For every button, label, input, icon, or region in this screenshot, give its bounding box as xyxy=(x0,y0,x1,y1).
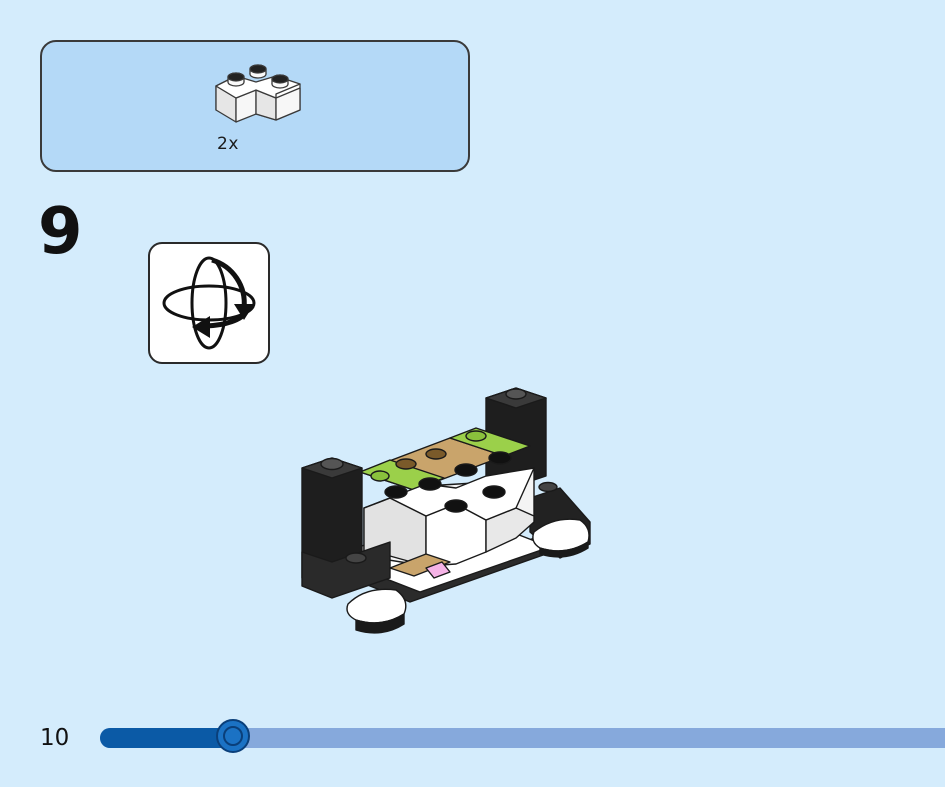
parts-callout: 2x xyxy=(40,40,470,172)
rotate-callout xyxy=(148,242,270,364)
white-corner-plate-brick-icon xyxy=(215,64,301,123)
page-number: 10 xyxy=(40,725,70,751)
rotate-model-icon xyxy=(162,256,256,350)
progress-knob xyxy=(216,719,251,753)
part-quantity: 2x xyxy=(217,134,239,154)
step-number: 9 xyxy=(38,195,83,269)
progress-bar xyxy=(100,719,945,753)
assembled-model-illustration xyxy=(301,387,591,634)
progress-fill xyxy=(100,728,236,748)
